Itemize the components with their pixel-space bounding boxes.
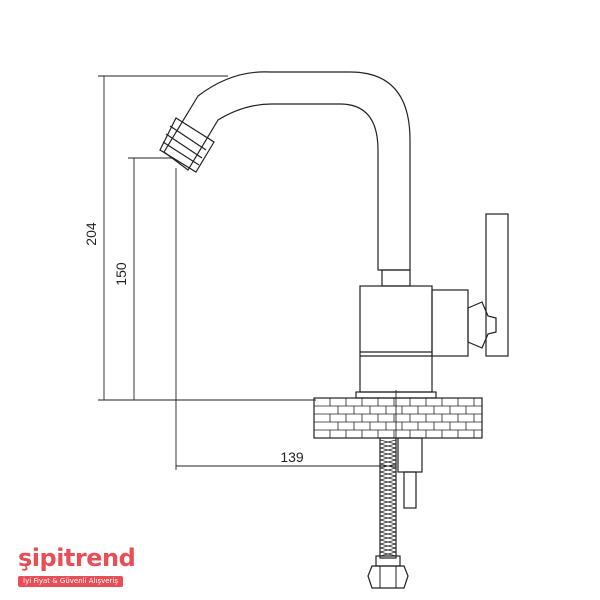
- dim-label-total-height: 204: [83, 222, 99, 246]
- mounting-rod: [403, 471, 417, 509]
- mounting-shank: [397, 437, 423, 473]
- spout-outer: [163, 71, 411, 271]
- supply-hose: [379, 437, 397, 559]
- dim-label-spout-height: 150: [113, 262, 129, 286]
- brand-logo: şipitrend İyi Fiyat & Güvenli Alışveriş: [18, 546, 158, 588]
- aerator-ring-2: [165, 133, 203, 159]
- faucet-outline: [159, 71, 509, 439]
- dimension-lines: [98, 75, 397, 470]
- spout-connector: [381, 269, 411, 287]
- countertop-hatch: [314, 398, 482, 438]
- hose-nut: [367, 565, 409, 589]
- lever-handle: [485, 213, 509, 357]
- hose-braid: [379, 439, 397, 557]
- cartridge-housing: [431, 289, 469, 357]
- aerator: [159, 117, 215, 173]
- aerator-ring-3: [162, 141, 200, 166]
- supply-lines: [367, 437, 423, 589]
- brand-name: şipitrend: [18, 544, 136, 572]
- faucet-body: [359, 285, 433, 393]
- aerator-ring-1: [169, 125, 207, 151]
- dim-label-spout-reach: 139: [280, 449, 304, 465]
- countertop: [313, 397, 483, 439]
- brand-tagline: İyi Fiyat & Güvenli Alışveriş: [18, 576, 124, 587]
- handle-mount: [467, 301, 497, 349]
